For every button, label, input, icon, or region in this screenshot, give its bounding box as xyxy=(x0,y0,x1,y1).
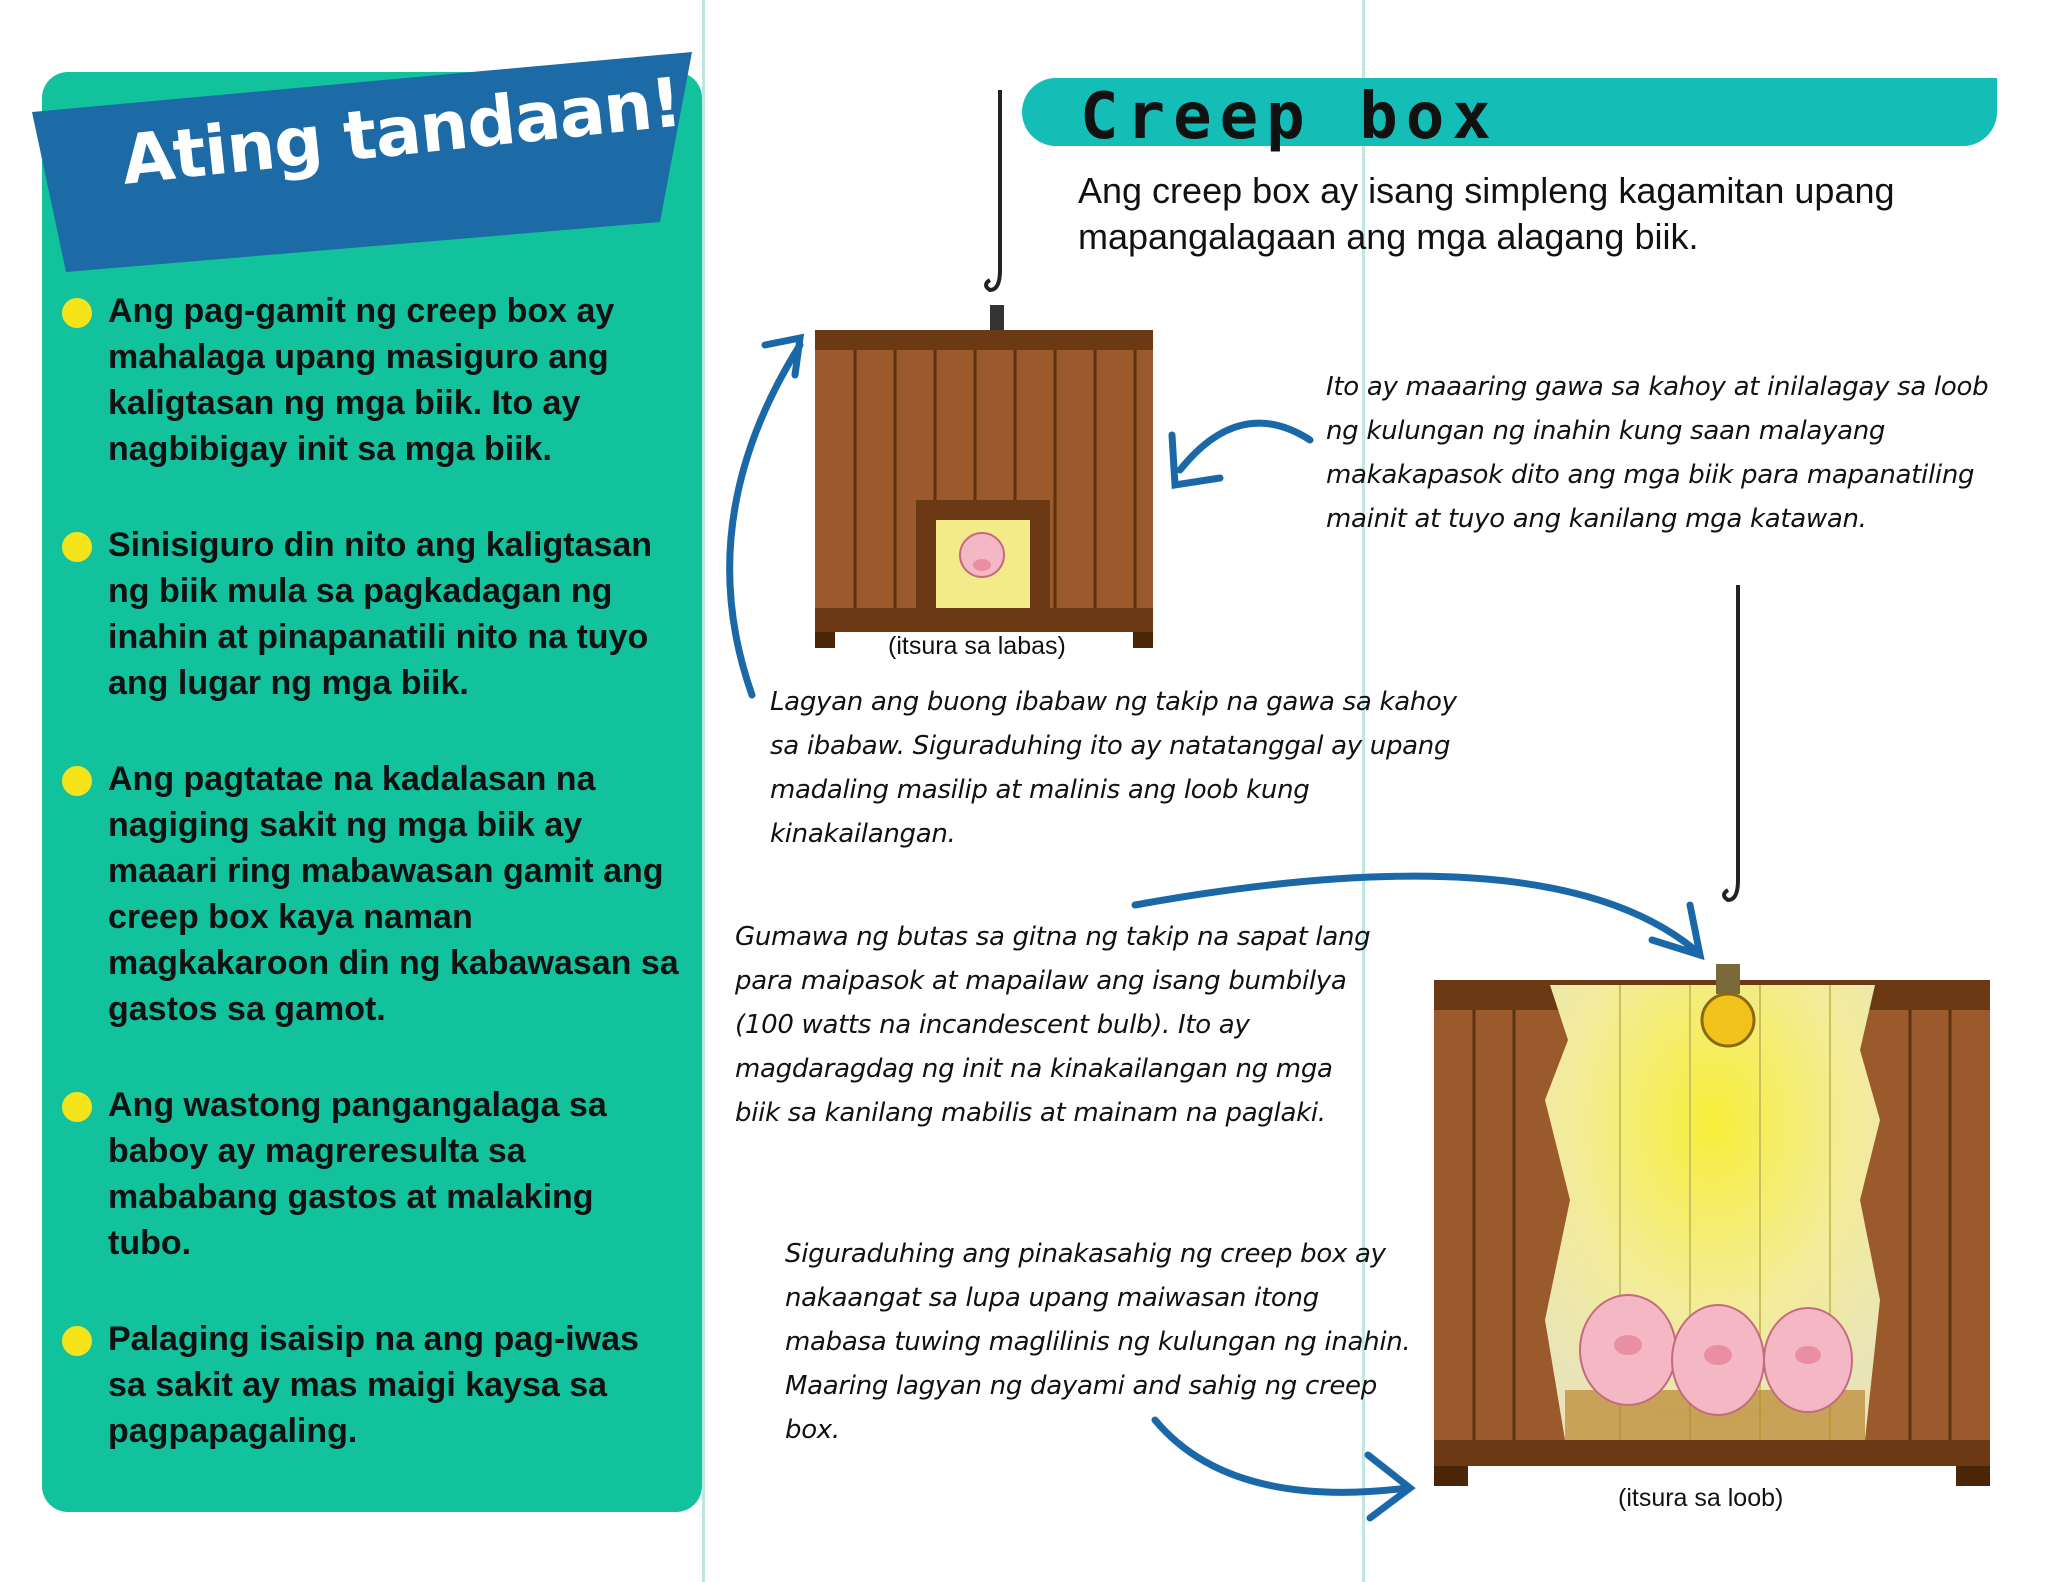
arrow-material-head-icon xyxy=(1168,431,1224,490)
note-material: Ito ay maaaring gawa sa kahoy at inilala… xyxy=(1326,372,1989,534)
bullet-text: Palaging isaisip na ang pag-iwas sa saki… xyxy=(108,1320,639,1450)
bullet-dot-icon xyxy=(62,766,92,796)
reminder-list: Ang pag-gamit ng creep box ay mahalaga u… xyxy=(62,288,682,1504)
page-title: Creep box xyxy=(1080,80,1499,154)
banner-shape xyxy=(32,52,692,272)
arrow-bulb-head-icon xyxy=(1648,901,1705,961)
bullet-text: Ang wastong pangangalaga sa baboy ay mag… xyxy=(108,1086,607,1262)
fold-line-right xyxy=(1362,0,1365,1582)
bullet-text: Ang pagtatae na kadalasan na nagiging sa… xyxy=(108,760,679,1028)
list-item: Palaging isaisip na ang pag-iwas sa saki… xyxy=(62,1316,682,1454)
list-item: Sinisiguro din nito ang kaligtasan ng bi… xyxy=(62,522,682,706)
list-item: Ang pagtatae na kadalasan na nagiging sa… xyxy=(62,756,682,1032)
arrow-cover-icon xyxy=(726,341,804,699)
note-floor: Siguraduhing ang pinakasahig ng creep bo… xyxy=(785,1239,1411,1445)
note-cover: Lagyan ang buong ibabaw ng takip na gawa… xyxy=(770,687,1457,849)
note-bulb: Gumawa ng butas sa gitna ng takip na sap… xyxy=(735,922,1371,1128)
reminder-panel xyxy=(42,72,702,1512)
bullet-text: Ang pag-gamit ng creep box ay mahalaga u… xyxy=(108,292,615,468)
caption-inside: (itsura sa loob) xyxy=(1618,1484,1784,1512)
bullet-dot-icon xyxy=(62,532,92,562)
fold-line-left xyxy=(702,0,705,1582)
bullet-dot-icon xyxy=(62,1092,92,1122)
arrow-cover-head-icon xyxy=(761,333,805,379)
bullet-dot-icon xyxy=(62,298,92,328)
title-bar xyxy=(1022,78,1997,146)
caption-outside: (itsura sa labas) xyxy=(888,632,1066,660)
inside-box-illustration xyxy=(1434,585,1990,1486)
outside-box-illustration xyxy=(815,90,1153,648)
arrow-material-icon xyxy=(1176,419,1314,474)
bullet-text: Sinisiguro din nito ang kaligtasan ng bi… xyxy=(108,526,653,702)
reminder-banner: Ating tandaan! xyxy=(32,52,692,272)
page-subtitle: Ang creep box ay isang simpleng kagamita… xyxy=(1078,170,1895,257)
arrow-floor-head-icon xyxy=(1364,1451,1416,1522)
bullet-dot-icon xyxy=(62,1326,92,1356)
list-item: Ang pag-gamit ng creep box ay mahalaga u… xyxy=(62,288,682,472)
list-item: Ang wastong pangangalaga sa baboy ay mag… xyxy=(62,1082,682,1266)
arrow-bulb-icon xyxy=(1131,872,1699,954)
pointer-arrows xyxy=(726,333,1705,1522)
arrow-floor-icon xyxy=(1151,1416,1412,1496)
